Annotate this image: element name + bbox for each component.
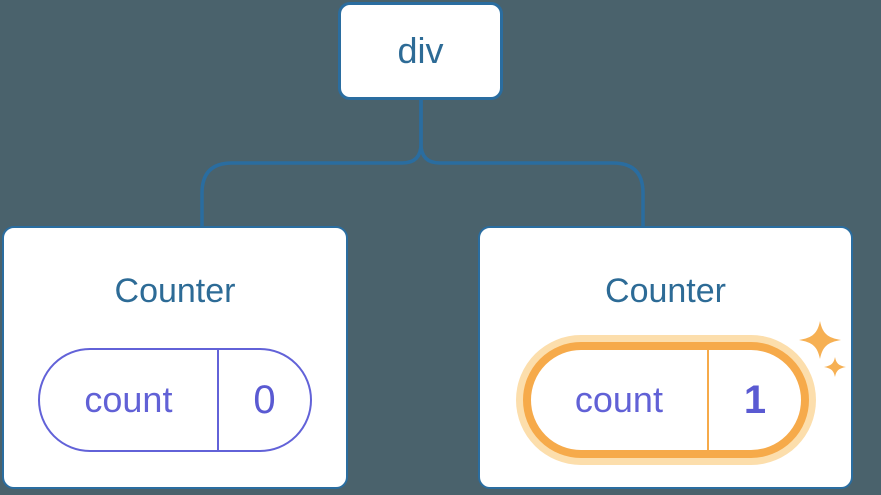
state-pill: count 0 [38, 348, 312, 452]
state-value: 1 [707, 350, 800, 450]
component-name-label: Counter [114, 272, 236, 310]
connector-left-branch [200, 98, 423, 227]
state-pill-highlighted: count 1 [522, 342, 809, 458]
sparkle-large [799, 321, 841, 359]
state-key-label: count [574, 379, 663, 420]
root-node-label: div [397, 30, 444, 71]
connector-right-branch [419, 98, 645, 227]
state-key-label: count [84, 379, 173, 420]
root-node-div: div [338, 2, 503, 100]
sparkle-small [824, 357, 846, 377]
counter-card-right: Counter count 1 [478, 226, 853, 489]
state-value: 0 [216, 350, 310, 450]
component-name-label: Counter [605, 272, 726, 310]
counter-card-left: Counter count 0 [2, 226, 348, 489]
